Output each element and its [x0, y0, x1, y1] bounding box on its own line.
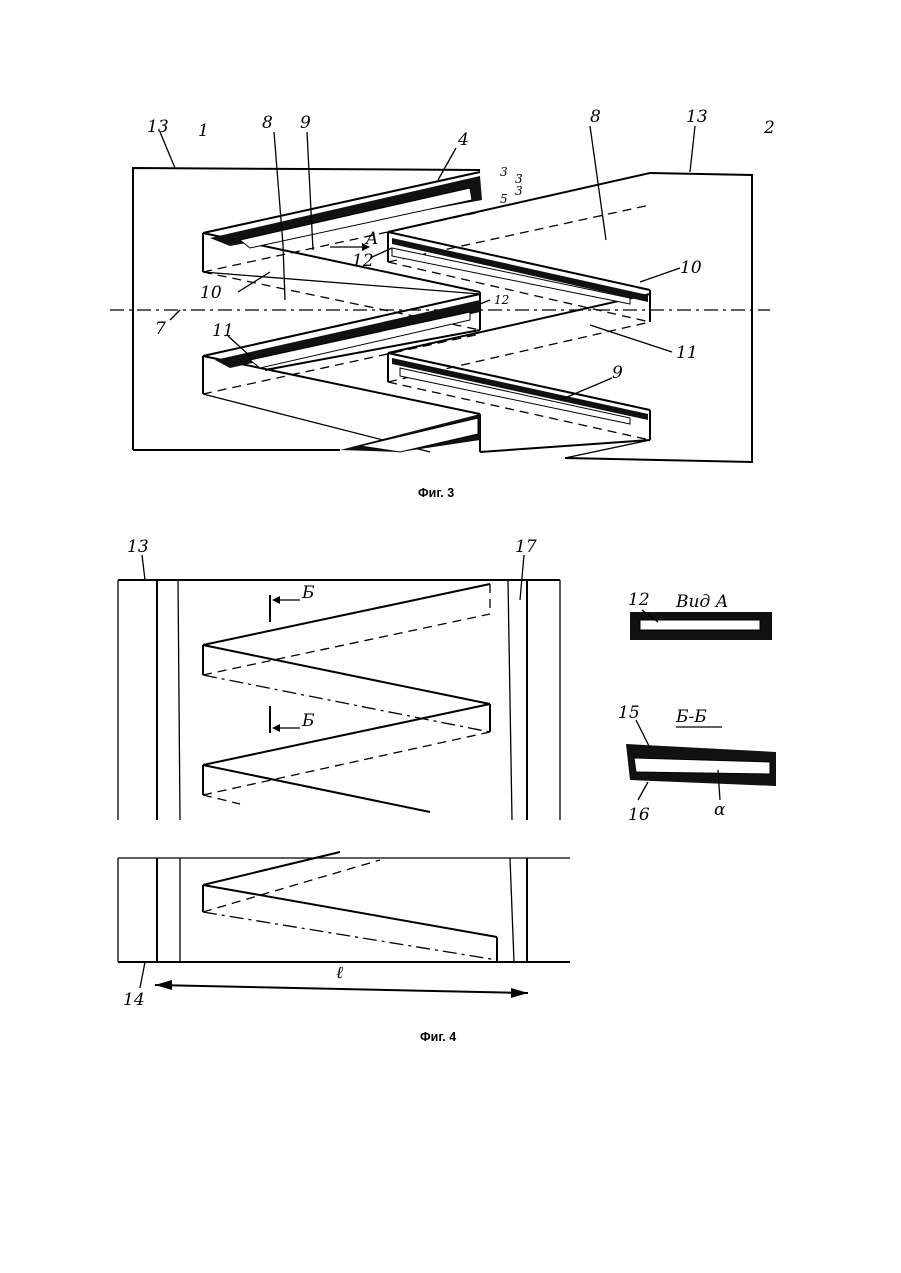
- label-13-fig4: 13: [127, 537, 149, 557]
- view-a: Вид А 12: [628, 590, 772, 640]
- section-label-16: 16: [628, 805, 650, 825]
- label-8-left: 8: [262, 113, 273, 133]
- label-B-lower: Б: [301, 711, 315, 731]
- label-10-right: 10: [680, 258, 702, 278]
- label-13-right: 13: [686, 107, 708, 127]
- figure-3: 13 1 8 9 4 3 3 3 5 8 13 2 A 12 10 10 12 …: [110, 107, 775, 500]
- label-10-left: 10: [200, 283, 222, 303]
- view-a-label-12: 12: [628, 590, 650, 610]
- label-11-right: 11: [676, 343, 698, 363]
- label-9-bottom: 9: [612, 363, 623, 383]
- label-4: 4: [457, 130, 469, 150]
- label-14: 14: [123, 990, 145, 1010]
- label-12-upper: 12: [352, 251, 374, 271]
- label-5: 5: [500, 192, 508, 206]
- figure-4: 13 17 Б Б 14 ℓ Фиг. 4: [118, 537, 570, 1044]
- figure-3-caption: Фиг. 3: [418, 486, 454, 500]
- section-label-15: 15: [618, 703, 640, 723]
- label-7: 7: [155, 319, 166, 339]
- label-11-left: 11: [212, 321, 234, 341]
- label-9-top: 9: [300, 113, 311, 133]
- figure-4-caption: Фиг. 4: [420, 1030, 456, 1044]
- section-b-b: Б-Б 15 16 α: [618, 703, 776, 825]
- label-3a: 3: [500, 165, 508, 179]
- label-8-right: 8: [590, 107, 601, 127]
- label-2: 2: [763, 118, 775, 138]
- section-label-alpha: α: [714, 800, 726, 820]
- section-title: Б-Б: [675, 707, 707, 727]
- label-17: 17: [515, 537, 537, 557]
- view-a-title: Вид А: [675, 592, 729, 612]
- label-A: A: [364, 229, 378, 249]
- label-3c: 3: [515, 184, 523, 198]
- label-1: 1: [198, 121, 209, 141]
- label-B-upper: Б: [301, 583, 315, 603]
- label-12-middle: 12: [494, 293, 509, 307]
- label-13-left: 13: [147, 117, 169, 137]
- label-length: ℓ: [336, 963, 343, 983]
